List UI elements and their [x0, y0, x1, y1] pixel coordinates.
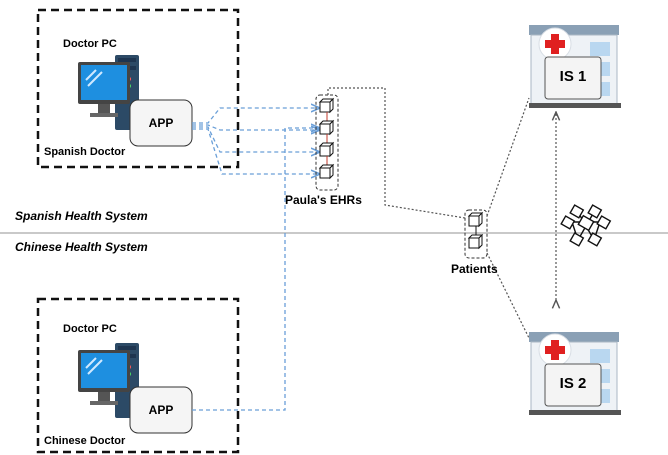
block-icon [318, 141, 335, 158]
doctor-pc-label: Doctor PC [63, 38, 117, 50]
computer-icon [78, 343, 139, 418]
ehr-blocks [318, 97, 335, 180]
doctor-pc-label: Doctor PC [63, 323, 117, 335]
app-label: APP [148, 116, 174, 130]
app-label: APP [148, 403, 174, 417]
patient-blocks [467, 211, 484, 250]
ehr-chain-container [315, 94, 339, 191]
institution-label-is2: IS 2 [559, 375, 587, 392]
app-ehr-connectors [192, 108, 320, 411]
dotted-connectors [327, 87, 556, 339]
spanish-health-system-label: Spanish Health System [15, 209, 148, 223]
network-icon [560, 204, 612, 247]
patients-chain-container [464, 209, 488, 259]
block-icon [318, 119, 335, 136]
block-icon [318, 163, 335, 180]
computer-icon [78, 55, 139, 130]
spanish-doctor-container [36, 8, 240, 169]
block-icon [467, 211, 484, 228]
block-icon [318, 97, 335, 114]
patients-label: Patients [451, 262, 498, 276]
hospital-icon [529, 332, 621, 415]
spanish-doctor-label: Spanish Doctor [44, 146, 126, 158]
ehr-chain-label: Paula's EHRs [285, 193, 362, 207]
chinese-doctor-container [36, 297, 240, 454]
institution-label-is1: IS 1 [559, 68, 587, 85]
chinese-doctor-label: Chinese Doctor [44, 435, 126, 447]
chinese-health-system-label: Chinese Health System [15, 240, 148, 254]
hospital-icon [529, 25, 621, 108]
block-icon [467, 233, 484, 250]
